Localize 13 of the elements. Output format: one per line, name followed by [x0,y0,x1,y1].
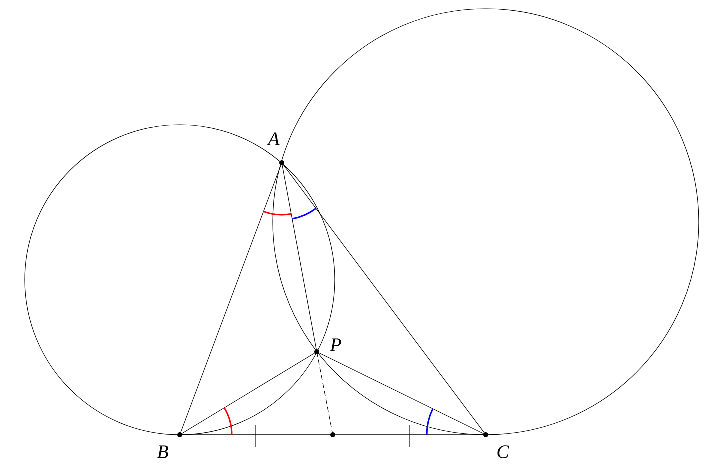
point-label: P [330,338,342,352]
line-segment [180,162,282,436]
line-segment [316,352,334,436]
point [330,432,336,438]
line-segment [282,162,486,436]
point-label: A [267,132,280,146]
point-label: C [498,446,510,458]
line-segment [332,434,486,436]
line-segment [180,434,334,436]
point-label: B [157,446,168,458]
line-segment [282,162,318,352]
line-segment [316,352,486,436]
line-segment [180,352,318,436]
